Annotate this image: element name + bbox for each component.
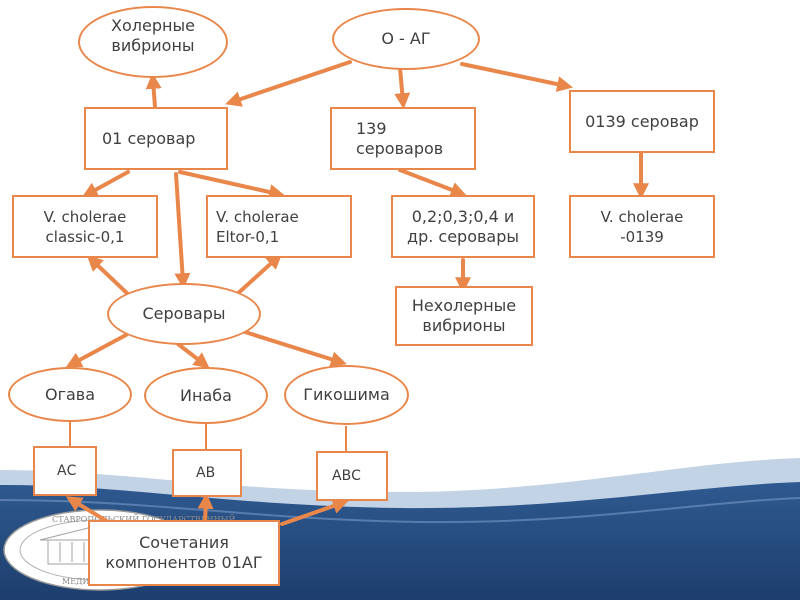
node-classic-label: V. cholerae classic-0,1 xyxy=(43,207,127,246)
node-serovars-label: Серовары xyxy=(142,304,226,323)
node-ab: АВ xyxy=(172,449,242,497)
node-ogawa-label: Огава xyxy=(44,384,96,404)
seal-top-text: СТАВРОПОЛЬСКИЙ ГОСУДАРСТВЕННЫЙ xyxy=(52,515,235,524)
node-hikojima-label: Гикошима xyxy=(303,385,390,404)
node-serovar-0139-label: 0139 серовар xyxy=(585,111,699,131)
node-ab-label: АВ xyxy=(196,465,216,481)
node-cholera-vibrions: Холерные вибрионы xyxy=(78,6,228,78)
node-serovars-139: 139 сероваров xyxy=(330,107,476,170)
node-serovars-139-label: 139 сероваров xyxy=(356,118,444,158)
node-v-0139-label: V. cholerae -0139 xyxy=(600,207,684,246)
node-serovar-01: 01 серовар xyxy=(84,107,228,170)
node-inaba: Инаба xyxy=(144,367,268,424)
node-eltor-label: V. cholerae Eltor-0,1 xyxy=(216,207,299,246)
node-ac-label: АС xyxy=(57,463,77,479)
node-o-ag-label: О - АГ xyxy=(381,29,431,48)
node-non-cholera-label: Нехолерные вибрионы xyxy=(411,296,517,335)
node-combinations: Сочетания компонентов 01АГ xyxy=(88,520,280,586)
node-ogawa: Огава xyxy=(8,367,132,422)
node-inaba-label: Инаба xyxy=(180,385,232,405)
node-cholera-vibrions-label: Холерные вибрионы xyxy=(111,16,195,55)
node-combinations-label: Сочетания компонентов 01АГ xyxy=(105,533,263,572)
node-other-serovars: 0,2;0,3;0,4 и др. серовары xyxy=(391,195,535,258)
node-ac: АС xyxy=(33,446,97,496)
node-hikojima: Гикошима xyxy=(284,365,409,425)
node-non-cholera: Нехолерные вибрионы xyxy=(395,286,533,346)
node-v-0139: V. cholerae -0139 xyxy=(569,195,715,258)
node-abc-label: АВС xyxy=(332,468,361,484)
node-other-serovars-label: 0,2;0,3;0,4 и др. серовары xyxy=(407,206,519,246)
node-serovar-01-label: 01 серовар xyxy=(102,128,196,148)
node-serovar-0139: 0139 серовар xyxy=(569,90,715,153)
node-serovars: Серовары xyxy=(107,283,261,345)
node-o-ag: О - АГ xyxy=(332,8,480,70)
node-classic: V. cholerae classic-0,1 xyxy=(12,195,158,258)
node-eltor: V. cholerae Eltor-0,1 xyxy=(206,195,352,258)
node-abc: АВС xyxy=(316,451,388,501)
